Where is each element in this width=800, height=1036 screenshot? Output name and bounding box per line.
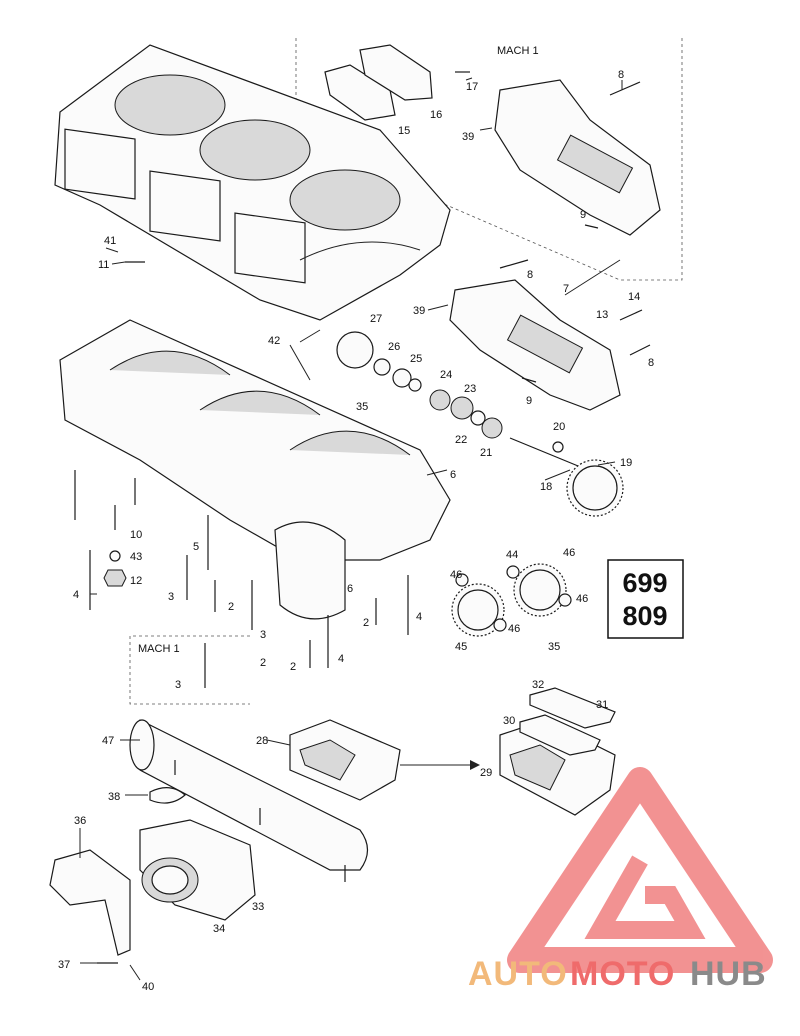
callout-label: 27 — [370, 313, 382, 325]
callout-label: 17 — [466, 81, 478, 93]
callout-label: 2 — [290, 661, 296, 673]
callout-label: 24 — [440, 369, 452, 381]
callout-label: 16 — [430, 109, 442, 121]
callout-label: 8 — [618, 69, 624, 81]
callout-label: 46 — [450, 569, 462, 581]
callout-label: 19 — [620, 457, 632, 469]
callout-label: 46 — [576, 593, 588, 605]
watermark-text: AUTO MOTO HUB — [468, 955, 767, 993]
callout-label: 42 — [268, 335, 280, 347]
callout-label: 32 — [532, 679, 544, 691]
callout-label: 43 — [130, 551, 142, 563]
reed-petal-31 — [529, 687, 616, 729]
callout-label: 25 — [410, 353, 422, 365]
callout-label: 4 — [73, 589, 79, 601]
callout-label: 5 — [193, 541, 199, 553]
mach1-label-bottom: MACH 1 — [138, 643, 180, 655]
callout-label: 38 — [108, 791, 120, 803]
carb-adaptor — [139, 819, 256, 921]
callout-label: 3 — [260, 629, 266, 641]
callout-label: 11 — [98, 259, 109, 271]
callout-label: 2 — [363, 617, 369, 629]
callout-label: 8 — [527, 269, 533, 281]
callout-label: 2 — [260, 657, 266, 669]
callout-label: 37 — [58, 959, 70, 971]
mach1-label-top: MACH 1 — [497, 45, 539, 57]
callout-label: 46 — [508, 623, 520, 635]
model-badge-line1: 699 — [622, 568, 667, 598]
callout-label: 45 — [455, 641, 467, 653]
callout-label: 20 — [553, 421, 565, 433]
mach1-bottom-box — [129, 635, 250, 705]
callout-label: 47 — [102, 735, 114, 747]
callout-label: 34 — [213, 923, 225, 935]
callout-label: 15 — [398, 125, 410, 137]
callout-label: 39 — [413, 305, 425, 317]
model-badge: 699 809 — [607, 559, 684, 639]
callout-label: 7 — [563, 283, 569, 295]
callout-label: 41 — [104, 235, 116, 247]
callout-label: 18 — [540, 481, 552, 493]
gear-45 — [451, 583, 505, 637]
callout-label: 6 — [347, 583, 353, 595]
callout-label: 12 — [130, 575, 142, 587]
callouts: 17 16 15 8 39 9 41 11 8 7 14 39 13 8 27 … — [58, 69, 654, 993]
arrow-head — [470, 760, 480, 770]
gear-44 — [513, 563, 567, 617]
rotary-valve-cover-bottom — [449, 279, 621, 411]
callout-label: 9 — [580, 209, 586, 221]
clamp-38 — [149, 787, 186, 804]
watermark-part3: HUB — [690, 955, 767, 993]
callout-label: 31 — [596, 699, 608, 711]
rotary-valve-shaft — [336, 331, 624, 517]
bracket-36 — [49, 849, 131, 956]
callout-label: 22 — [455, 434, 467, 446]
gasket-16 — [359, 44, 433, 101]
leader-lines — [79, 77, 623, 981]
callout-label: 21 — [480, 447, 492, 459]
reed-stop-30 — [519, 714, 601, 756]
watermark-logo — [507, 767, 773, 973]
callout-label: 36 — [74, 815, 86, 827]
washer-46c — [558, 593, 572, 607]
rotary-valve-cover-top — [494, 79, 661, 236]
gasket-15 — [324, 64, 396, 121]
intake-manifold — [129, 719, 369, 882]
callout-label: 3 — [175, 679, 181, 691]
callout-label: 9 — [526, 395, 532, 407]
reed-valve-28 — [289, 719, 401, 801]
callout-label: 8 — [648, 357, 654, 369]
callout-label: 10 — [130, 529, 142, 541]
lower-crankcase — [59, 319, 451, 620]
callout-label: 39 — [462, 131, 474, 143]
bolts — [74, 71, 651, 688]
callout-label: 44 — [506, 549, 518, 561]
callout-label: 6 — [450, 469, 456, 481]
callout-label: 4 — [416, 611, 422, 623]
washer-46a — [455, 573, 469, 587]
callout-label: 4 — [338, 653, 344, 665]
callout-label: 35 — [548, 641, 560, 653]
washer-46b — [506, 565, 520, 579]
callout-label: 3 — [168, 591, 174, 603]
callout-label: 13 — [596, 309, 608, 321]
callout-label: 14 — [628, 291, 640, 303]
watermark-part2: MOTO — [570, 955, 675, 993]
callout-label: 30 — [503, 715, 515, 727]
callout-label: 46 — [563, 547, 575, 559]
callout-label: 29 — [480, 767, 492, 779]
callout-label: 23 — [464, 383, 476, 395]
upper-crankcase — [54, 44, 451, 321]
callout-label: 2 — [228, 601, 234, 613]
callout-label: 33 — [252, 901, 264, 913]
model-badge-line2: 809 — [622, 601, 667, 631]
watermark-part1: AUTO — [468, 955, 568, 993]
callout-label: 40 — [142, 981, 154, 993]
callout-label: 26 — [388, 341, 400, 353]
callout-label: 28 — [256, 735, 268, 747]
callout-label: 35 — [356, 401, 368, 413]
washer-46d — [493, 618, 507, 632]
